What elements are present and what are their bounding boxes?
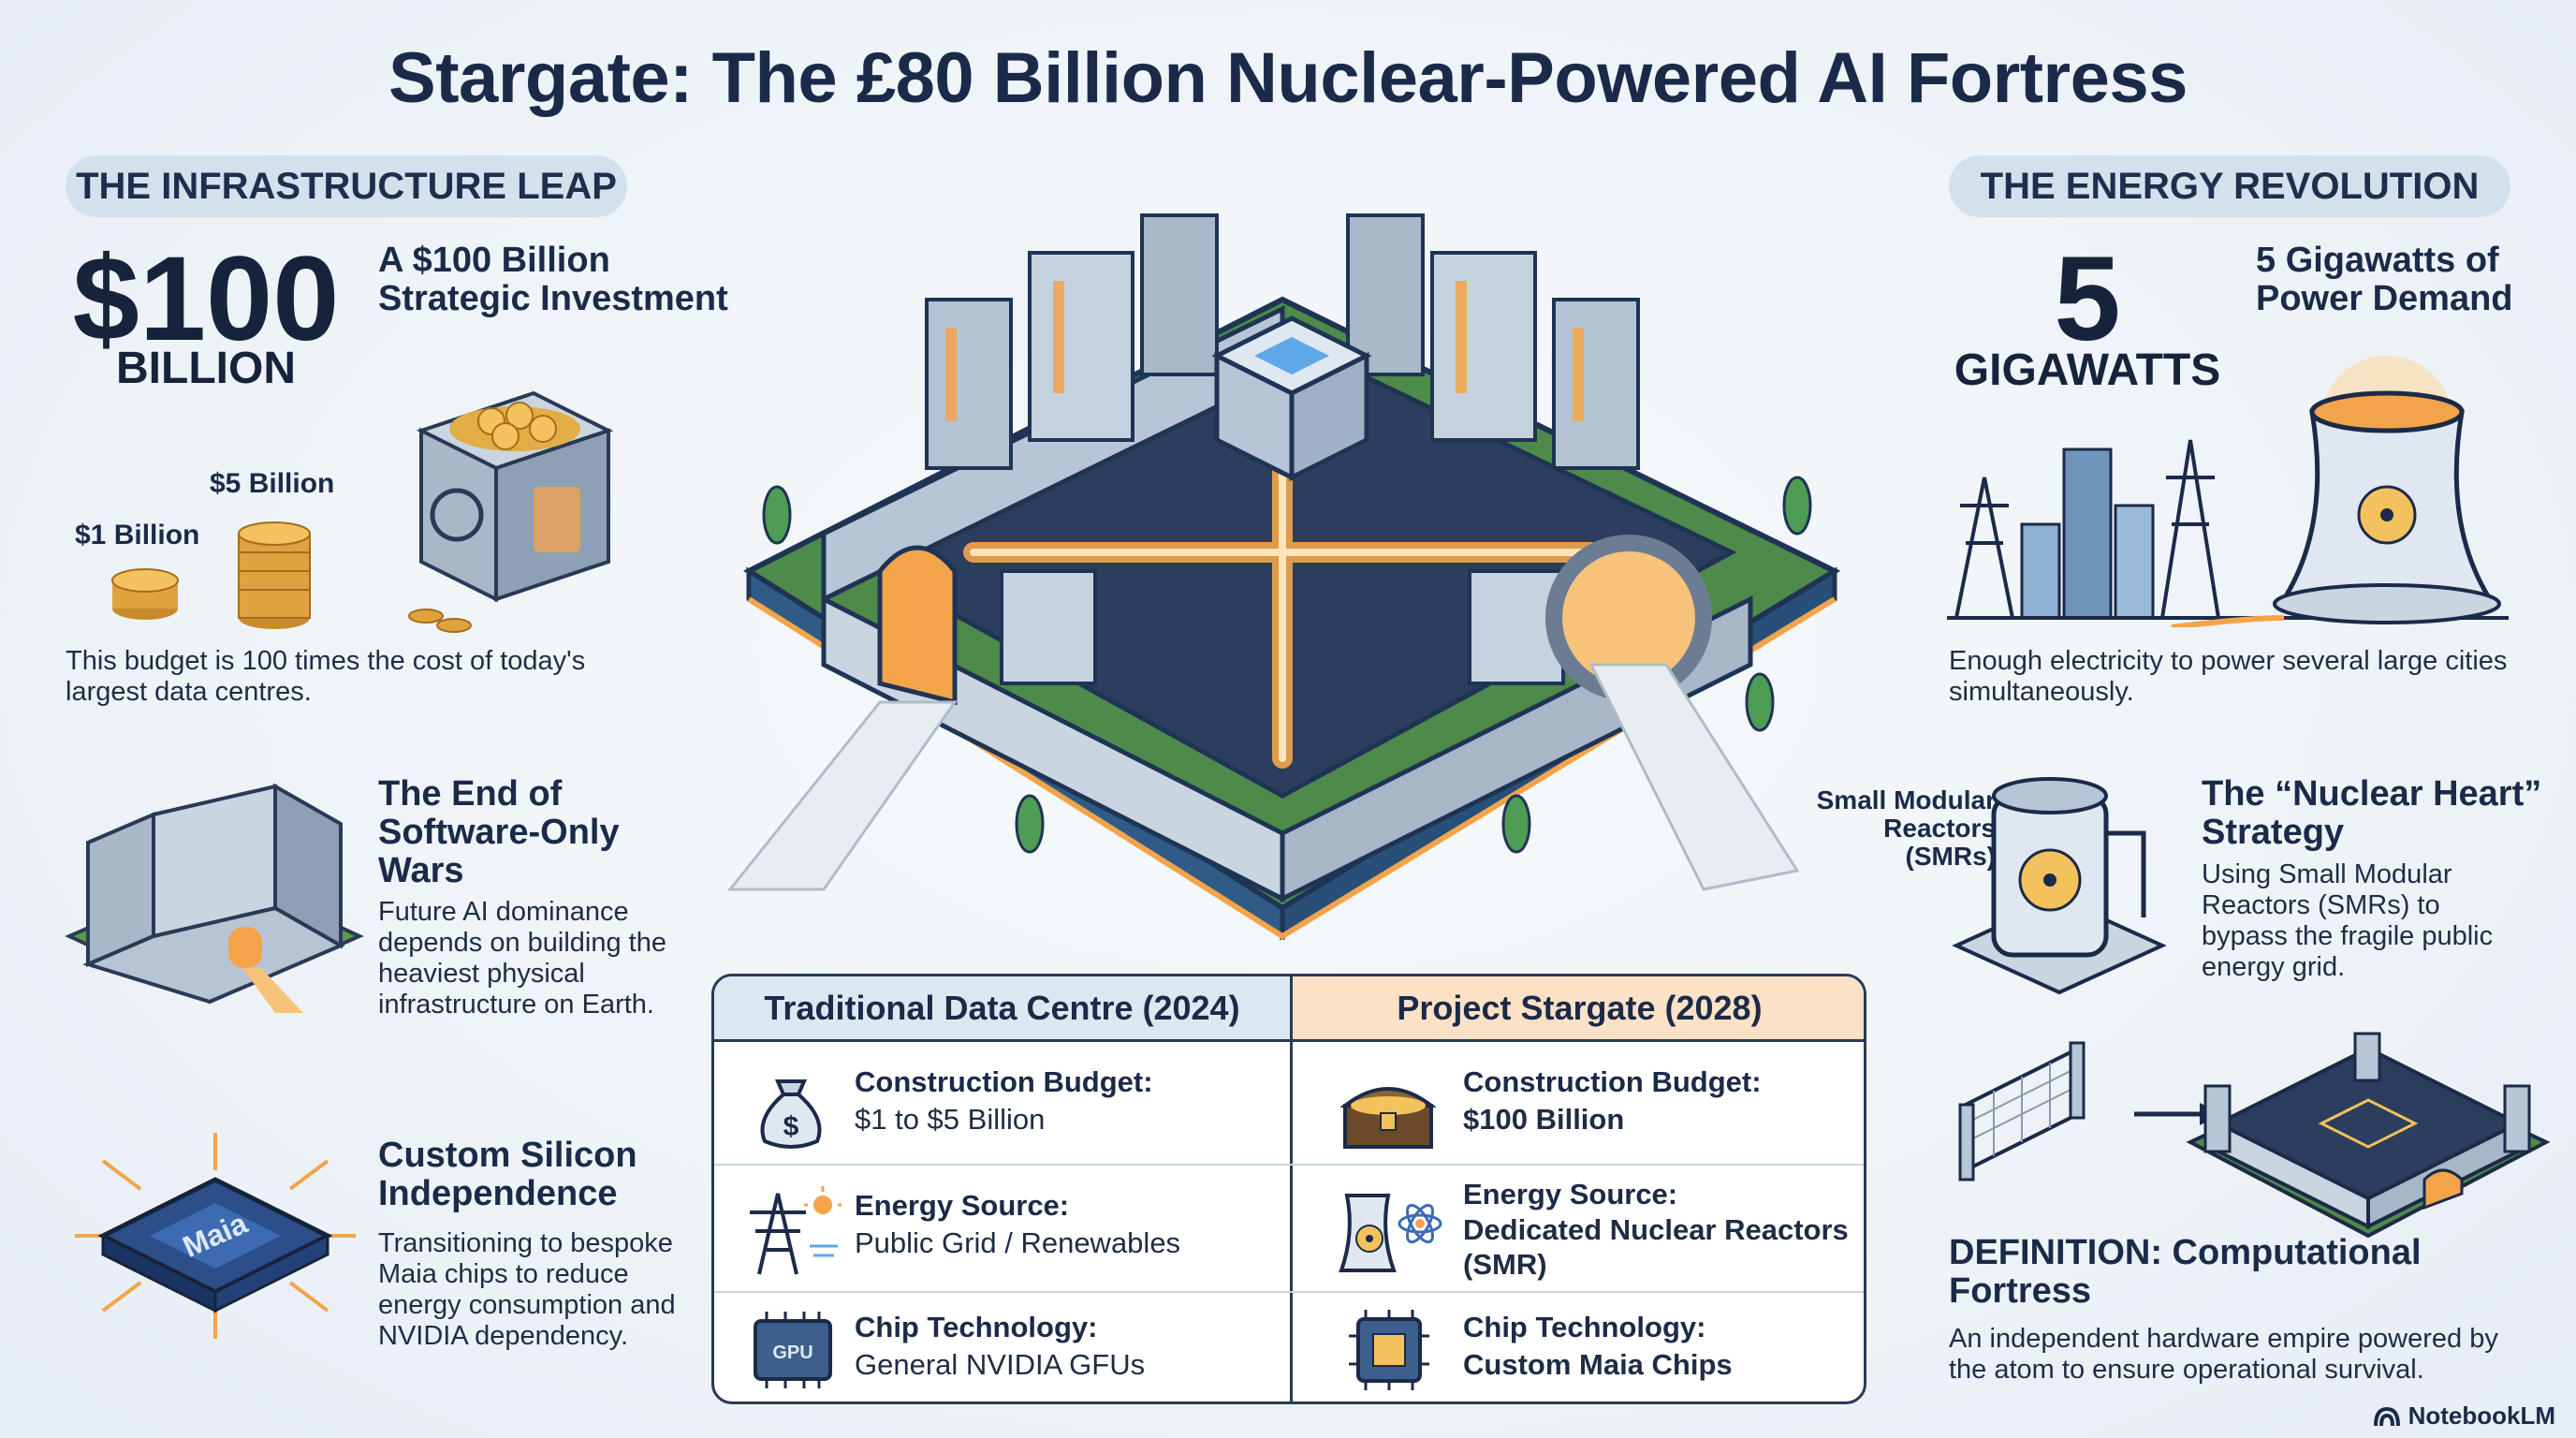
coin-label-1-billion: $1 Billion — [75, 520, 200, 550]
big-number-100: $100 — [72, 232, 340, 366]
row-label-budget: Construction Budget: — [855, 1065, 1153, 1098]
definition-title: DEFINITION: Computational Fortress — [1949, 1233, 2422, 1312]
coin-stacks-icon — [111, 521, 472, 633]
page-title: Stargate: The £80 Billion Nuclear-Powere… — [388, 38, 2188, 118]
maia-chip-icon: Maia — [75, 1133, 356, 1339]
silicon-title: Custom Silicon Independence — [378, 1136, 637, 1214]
big-number-unit: BILLION — [116, 344, 296, 393]
row-label-chip: Chip Technology: — [1463, 1311, 1706, 1343]
stargate-chip-value: Custom Maia Chips — [1463, 1348, 1733, 1381]
comparison-table: Traditional Data Centre (2024) Project S… — [711, 974, 1866, 1404]
table-header-stargate: Project Stargate (2028) — [1290, 976, 1864, 1042]
section-pill-infrastructure: THE INFRASTRUCTURE LEAP — [66, 155, 627, 217]
nuclear-atom-icon — [1339, 1194, 1442, 1272]
vault-icon — [416, 390, 614, 603]
nuclear-heart-body: Using Small Modular Reactors (SMRs) to b… — [2202, 859, 2494, 983]
big-number-5: 5 — [2054, 232, 2121, 366]
wars-body: Future AI dominance depends on building … — [378, 897, 666, 1020]
city-and-reactor-icon — [1947, 356, 2509, 627]
computational-fortress-icon — [2186, 1032, 2551, 1239]
table-header-traditional: Traditional Data Centre (2024) — [714, 976, 1290, 1042]
power-demand-headline: 5 Gigawatts of Power Demand — [2256, 241, 2513, 319]
notebooklm-logo: NotebookLM — [2373, 1401, 2555, 1431]
nuclear-heart-title: The “Nuclear Heart” Strategy — [2202, 774, 2542, 853]
money-bag-icon: $ — [760, 1079, 822, 1149]
stargate-energy-value: Dedicated Nuclear Reactors (SMR) — [1463, 1213, 1849, 1282]
row-label-chip: Chip Technology: — [855, 1311, 1098, 1343]
electricity-note: Enough electricity to power several larg… — [1949, 646, 2508, 708]
traditional-budget-value: $1 to $5 Billion — [855, 1103, 1046, 1136]
smr-reactor-icon — [1952, 777, 2167, 995]
coin-label-5-billion: $5 Billion — [210, 468, 335, 499]
definition-body: An independent hardware empire powered b… — [1949, 1324, 2498, 1386]
fortress-illustration — [726, 213, 1841, 941]
table-row-divider — [714, 1291, 1864, 1293]
notebooklm-logo-icon — [2373, 1406, 2400, 1426]
wars-title: The End of Software-Only Wars — [378, 774, 620, 891]
svg-text:$: $ — [783, 1111, 799, 1142]
section-pill-energy: THE ENERGY REVOLUTION — [1949, 155, 2510, 217]
row-label-energy: Energy Source: — [855, 1189, 1070, 1222]
row-label-budget: Construction Budget: — [1463, 1065, 1762, 1098]
stargate-budget-value: $100 Billion — [1463, 1103, 1625, 1136]
notebooklm-brand: NotebookLM — [2408, 1401, 2555, 1430]
table-column-divider — [1290, 976, 1293, 1401]
custom-chip-icon — [1349, 1310, 1429, 1390]
smr-label: Small Modular Reactors (SMRs) — [1816, 785, 1996, 872]
budget-note: This budget is 100 times the cost of tod… — [66, 646, 586, 708]
traditional-energy-value: Public Grid / Renewables — [855, 1226, 1181, 1259]
big-number-gigawatts: GIGAWATTS — [1954, 345, 2221, 395]
treasure-chest-icon — [1339, 1087, 1437, 1149]
table-row-divider — [714, 1164, 1864, 1166]
castle-icon — [65, 783, 364, 1013]
row-label-energy: Energy Source: — [1463, 1178, 1678, 1211]
investment-headline: A $100 Billion Strategic Investment — [378, 241, 728, 319]
silicon-body: Transitioning to bespoke Maia chips to r… — [378, 1228, 676, 1352]
gpu-chip-icon: GPU — [754, 1312, 832, 1388]
power-pylon-sun-icon — [750, 1186, 842, 1275]
traditional-chip-value: General NVIDIA GFUs — [855, 1348, 1146, 1381]
gpu-icon-label: GPU — [772, 1343, 812, 1363]
